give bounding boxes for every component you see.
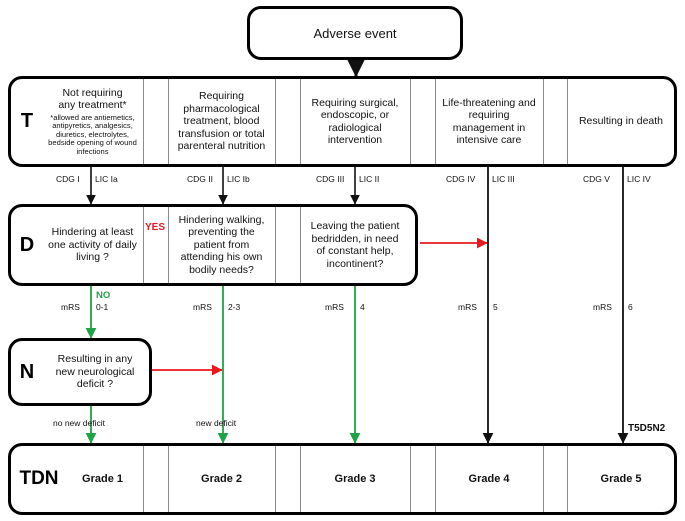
cdg-label-1: CDG I <box>56 174 80 184</box>
tdn-cell-1: Grade 1 <box>62 446 143 512</box>
t-cell-1-footnote: *allowed are antiemetics, antipyretics, … <box>48 112 137 156</box>
divider-tdn-2a <box>275 446 276 512</box>
divider-t-2b <box>300 79 301 164</box>
lic-label-4: LIC III <box>492 174 515 184</box>
adverse-event-label: Adverse event <box>313 25 397 41</box>
n-cell-1: Resulting in any new neurological defici… <box>42 341 148 403</box>
yes-label-1: YES <box>145 222 166 233</box>
divider-tdn-3b <box>435 446 436 512</box>
row-T-label: T <box>20 110 34 132</box>
tdn-cell-5: Grade 5 <box>567 446 675 512</box>
lic-label-1: LIC Ia <box>95 174 118 184</box>
tdn-cell-3: Grade 3 <box>300 446 410 512</box>
t-cell-5-text: Resulting in death <box>578 115 664 128</box>
cdg-label-5: CDG V <box>583 174 610 184</box>
d-cell-3: Leaving the patient bedridden, in need o… <box>300 207 410 283</box>
divider-t-1a <box>143 79 144 164</box>
mrs-prefix-1: mRS <box>61 302 80 312</box>
new-deficit-label: new deficit <box>196 418 237 428</box>
mrs-value-5: 6 <box>628 302 633 312</box>
mrs-value-4: 5 <box>493 302 498 312</box>
divider-t-1b <box>168 79 169 164</box>
mrs-value-3: 4 <box>360 302 365 312</box>
t-cell-3-text: Requiring surgical, endoscopic, or radio… <box>311 96 399 147</box>
d-cell-1: Hindering at least one activity of daily… <box>42 207 143 283</box>
d-cell-3-text: Leaving the patient bedridden, in need o… <box>310 220 400 270</box>
t-cell-2: Requiring pharmacological treatment, blo… <box>168 79 275 164</box>
no-new-deficit-label: no new deficit <box>53 418 105 428</box>
tdn-cell-2-text: Grade 2 <box>201 473 242 485</box>
divider-d-2b <box>300 207 301 283</box>
row-D-box <box>8 204 418 286</box>
mrs-value-2: 2-3 <box>228 302 241 312</box>
annotation-code-label: T5D5N2 <box>628 423 666 434</box>
divider-d-1a <box>143 207 144 283</box>
t-cell-3: Requiring surgical, endoscopic, or radio… <box>300 79 410 164</box>
divider-t-2a <box>275 79 276 164</box>
lic-label-5: LIC IV <box>627 174 651 184</box>
tdn-cell-1-text: Grade 1 <box>82 473 123 485</box>
t-cell-2-text: Requiring pharmacological treatment, blo… <box>177 90 266 153</box>
mrs-prefix-4: mRS <box>458 302 477 312</box>
divider-tdn-3a <box>410 446 411 512</box>
t-cell-1: Not requiring any treatment* *allowed ar… <box>42 79 143 164</box>
tdn-cell-5-text: Grade 5 <box>600 473 642 485</box>
t-cell-5: Resulting in death <box>567 79 675 164</box>
tdn-cell-4-text: Grade 4 <box>468 473 510 485</box>
divider-t-3a <box>410 79 411 164</box>
lic-label-3: LIC II <box>359 174 380 184</box>
no-label: NO <box>96 290 111 301</box>
divider-tdn-1b <box>168 446 169 512</box>
t-cell-1-text: Not requiring any treatment* <box>58 86 127 112</box>
row-D-label: D <box>19 233 35 256</box>
divider-t-4a <box>543 79 544 164</box>
mrs-prefix-2: mRS <box>193 302 212 312</box>
divider-tdn-4a <box>543 446 544 512</box>
d-cell-2-text: Hindering walking, preventing the patien… <box>178 213 265 276</box>
cdg-label-2: CDG II <box>187 174 213 184</box>
t-cell-4-text: Life-threatening and requiring managemen… <box>442 96 536 147</box>
divider-tdn-2b <box>300 446 301 512</box>
divider-t-4b <box>567 79 568 164</box>
cdg-label-3: CDG III <box>316 174 345 184</box>
divider-tdn-1a <box>143 446 144 512</box>
row-TDN-label: TDN <box>19 468 59 489</box>
divider-d-1b <box>168 207 169 283</box>
mrs-value-1: 0-1 <box>96 302 109 312</box>
adverse-event-box: Adverse event <box>247 6 463 60</box>
divider-tdn-4b <box>567 446 568 512</box>
mrs-prefix-5: mRS <box>593 302 612 312</box>
cdg-label-4: CDG IV <box>446 174 476 184</box>
divider-t-3b <box>435 79 436 164</box>
n-cell-1-text: Resulting in any new neurological defici… <box>55 353 135 391</box>
tdn-cell-3-text: Grade 3 <box>334 473 376 485</box>
d-cell-1-text: Hindering at least one activity of daily… <box>48 226 137 264</box>
t-cell-4: Life-threatening and requiring managemen… <box>435 79 543 164</box>
mrs-prefix-3: mRS <box>325 302 344 312</box>
d-cell-2: Hindering walking, preventing the patien… <box>168 207 275 283</box>
lic-label-2: LIC Ib <box>227 174 250 184</box>
row-T-box <box>8 76 677 167</box>
tdn-cell-4: Grade 4 <box>435 446 543 512</box>
row-N-box <box>8 338 152 406</box>
divider-d-2a <box>275 207 276 283</box>
row-TDN-box <box>8 443 677 515</box>
row-N-label: N <box>19 360 35 383</box>
tdn-cell-2: Grade 2 <box>168 446 275 512</box>
